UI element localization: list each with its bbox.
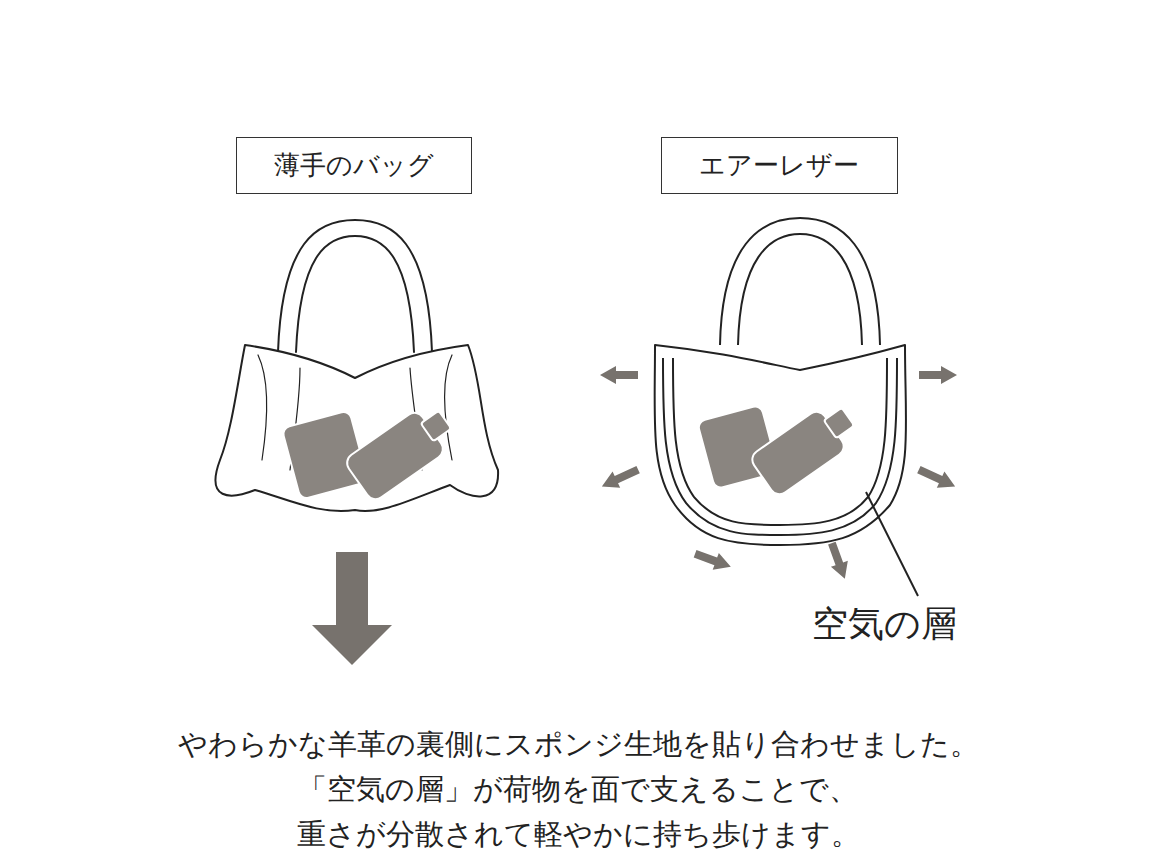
title-text: エアーレザー (699, 148, 859, 183)
caption: やわらかな羊革の裏側にスポンジ生地を貼り合わせました。 「空気の層」が荷物を面で… (98, 722, 1058, 857)
bottles (282, 409, 452, 503)
title-box: エアーレザー (661, 137, 898, 194)
title-text: 薄手のバッグ (274, 148, 434, 183)
bottles (697, 405, 854, 498)
spread-arrows (598, 366, 959, 582)
title-box: 薄手のバッグ (236, 137, 472, 194)
thin-bag (215, 220, 498, 511)
down-arrow (312, 552, 392, 665)
leader-line (866, 492, 918, 596)
callout-label: 空気の層 (812, 600, 957, 649)
